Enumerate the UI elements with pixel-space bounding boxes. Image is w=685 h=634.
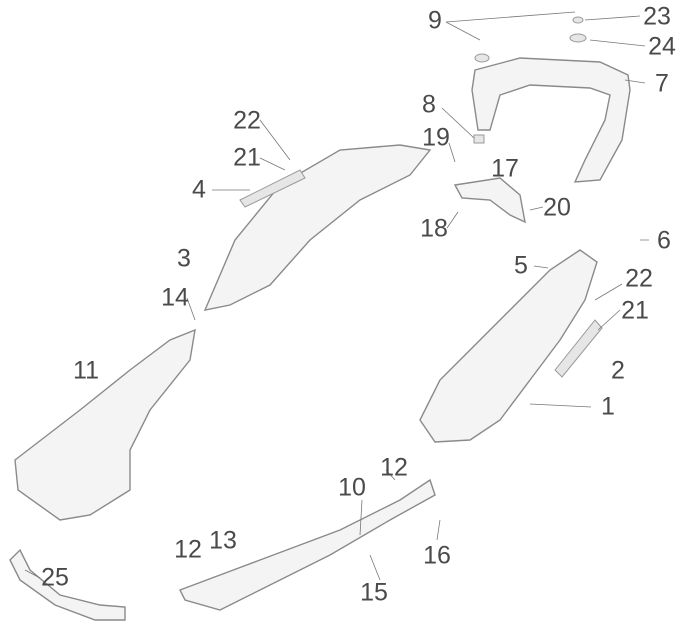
callout-9: 9 [428, 6, 442, 35]
callout-3: 3 [177, 244, 191, 273]
callout-14: 14 [161, 283, 189, 312]
part-left-lower-panel [14, 328, 196, 521]
callout-24: 24 [648, 32, 676, 61]
callout-21: 21 [233, 143, 261, 172]
callout-18: 18 [420, 214, 448, 243]
callout-19: 19 [422, 123, 450, 152]
callout-10: 10 [338, 473, 366, 502]
part-trim-strip-4 [239, 169, 306, 208]
part-strip-25 [9, 548, 126, 621]
callout-6: 6 [657, 226, 671, 255]
part-grab-rail [471, 57, 631, 183]
callout-21-right: 21 [621, 296, 649, 325]
part-trim-strip-2 [554, 319, 603, 378]
callout-12-left: 12 [174, 535, 202, 564]
callout-7: 7 [655, 69, 669, 98]
callout-22-right: 22 [625, 264, 653, 293]
part-washer-23 [572, 16, 584, 24]
callout-20: 20 [543, 193, 571, 222]
part-footboard-side [179, 478, 436, 611]
callout-2: 2 [611, 356, 625, 385]
callout-13: 13 [209, 526, 237, 555]
callout-8: 8 [422, 90, 436, 119]
callout-5: 5 [514, 251, 528, 280]
callout-22: 22 [233, 106, 261, 135]
part-clip-8 [473, 134, 485, 144]
callout-25: 25 [41, 563, 69, 592]
part-center-cover [453, 177, 526, 224]
callout-1: 1 [601, 392, 615, 421]
callout-11: 11 [73, 356, 99, 385]
callout-17: 17 [491, 154, 519, 183]
callout-15: 15 [360, 578, 388, 607]
callout-4: 4 [192, 175, 206, 204]
callout-12: 12 [380, 453, 408, 482]
part-washer-24 [569, 33, 587, 43]
leader-lines [24, 11, 649, 581]
callout-16: 16 [423, 541, 451, 570]
part-right-side-panel [419, 249, 598, 443]
callout-23: 23 [643, 2, 671, 31]
part-washer-9 [474, 53, 490, 63]
